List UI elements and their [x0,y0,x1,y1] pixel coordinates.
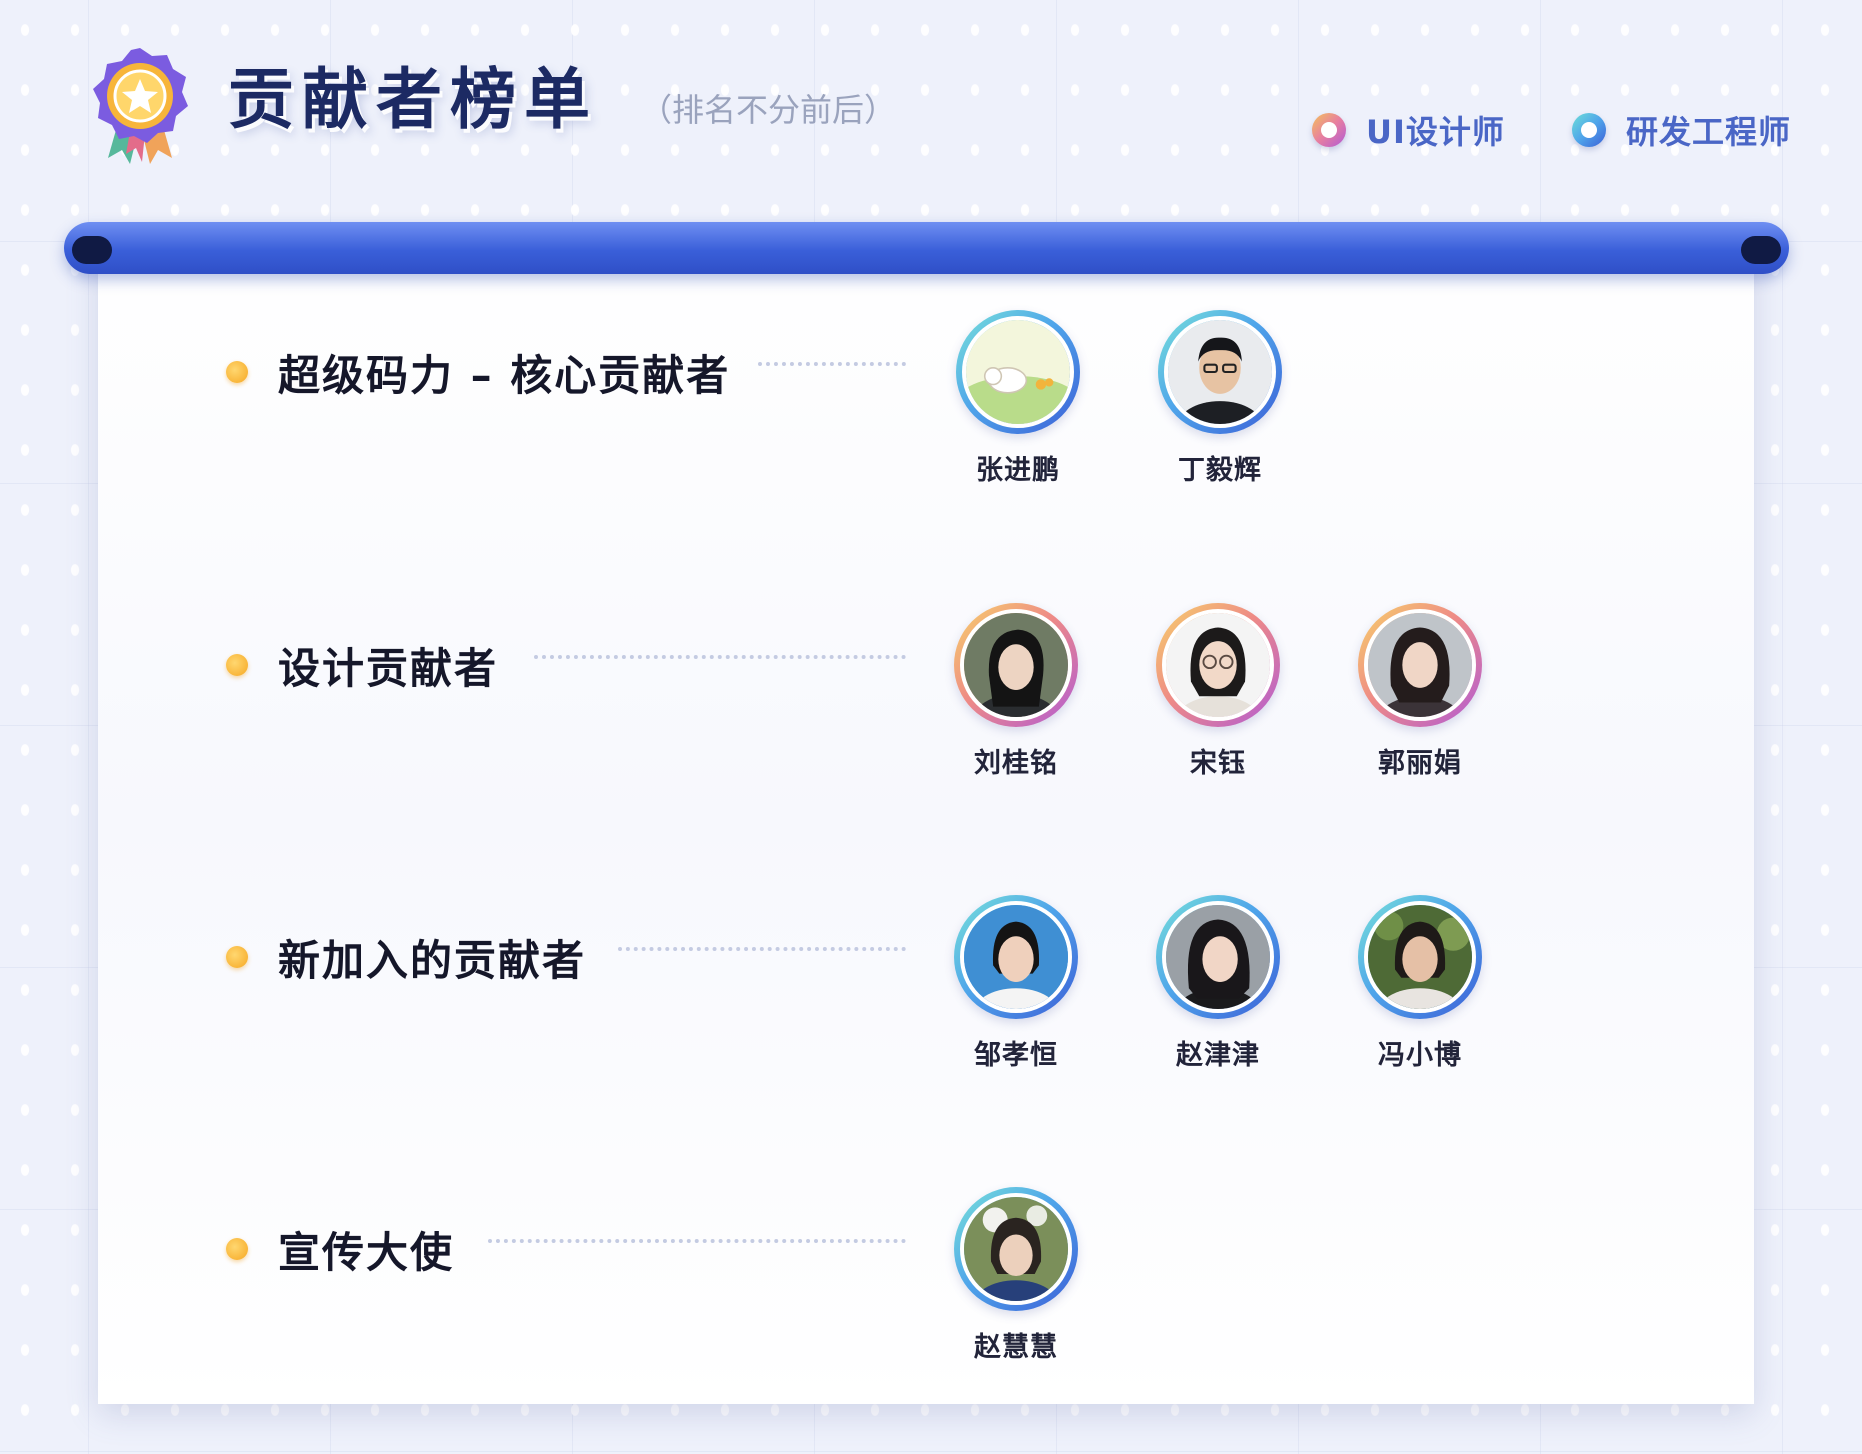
member-name: 冯小博 [1378,1040,1462,1071]
scroll-roller [64,222,1789,274]
group-title: 宣传大使 [278,1227,455,1277]
group-title: 新加入的贡献者 [278,935,587,985]
avatar [1162,609,1274,721]
member-name: 刘桂铭 [974,748,1058,779]
dotted-leader [758,362,906,366]
group-core-contributors: 超级码力 – 核心贡献者 [226,342,730,402]
member-card[interactable]: 赵津津 [1143,895,1293,1072]
group-title: 设计贡献者 [278,643,499,693]
avatar [962,316,1074,428]
legend-label: UI设计师 [1366,113,1505,151]
avatar-ring [1358,603,1482,727]
avatar-ring [956,310,1080,434]
roller-end-left [72,236,112,264]
avatar-ring [1358,895,1482,1019]
avatar-ring [954,603,1078,727]
avatar-ring [1158,310,1282,434]
bullet-icon [226,361,248,383]
avatar-ring [1156,603,1280,727]
member-card[interactable]: 丁毅辉 [1145,310,1295,487]
bullet-icon [226,654,248,676]
avatar [960,609,1072,721]
member-name: 郭丽娟 [1378,748,1462,779]
avatar [1364,609,1476,721]
group-design-contributors: 设计贡献者 [226,635,498,695]
dotted-leader [618,947,906,951]
member-card[interactable]: 张进鹏 [943,310,1093,487]
page-title: 贡献者榜单 [228,61,598,138]
member-card[interactable]: 刘桂铭 [941,603,1091,780]
group-title: 超级码力 – 核心贡献者 [278,350,731,400]
member-card[interactable]: 赵慧慧 [941,1187,1091,1364]
medal-star-icon [90,46,190,166]
page-subtitle: （排名不分前后） [640,91,897,129]
bullet-icon [226,946,248,968]
dev-engineer-dot-icon [1572,113,1606,147]
contributor-panel [98,238,1754,1404]
member-card[interactable]: 冯小博 [1345,895,1495,1072]
avatar-ring [954,895,1078,1019]
avatar [960,1193,1072,1305]
avatar [1162,901,1274,1013]
member-card[interactable]: 郭丽娟 [1345,603,1495,780]
dotted-leader [488,1239,906,1243]
member-name: 丁毅辉 [1178,455,1262,486]
bullet-icon [226,1238,248,1260]
member-name: 张进鹏 [976,455,1060,486]
avatar [960,901,1072,1013]
dotted-leader [534,655,906,659]
roller-end-right [1741,236,1781,264]
group-new-contributors: 新加入的贡献者 [226,927,586,987]
legend-ui-designer: UI设计师 [1312,104,1505,156]
legend-dev-engineer: 研发工程师 [1572,104,1791,156]
member-name: 赵慧慧 [974,1332,1058,1363]
avatar [1364,901,1476,1013]
member-card[interactable]: 邹孝恒 [941,895,1091,1072]
member-card[interactable]: 宋钰 [1143,603,1293,780]
ui-designer-dot-icon [1312,113,1346,147]
member-name: 邹孝恒 [974,1040,1058,1071]
legend-label: 研发工程师 [1626,113,1792,151]
avatar [1164,316,1276,428]
avatar-ring [954,1187,1078,1311]
member-name: 赵津津 [1176,1040,1260,1071]
member-name: 宋钰 [1190,748,1246,779]
avatar-ring [1156,895,1280,1019]
group-ambassadors: 宣传大使 [226,1219,454,1279]
